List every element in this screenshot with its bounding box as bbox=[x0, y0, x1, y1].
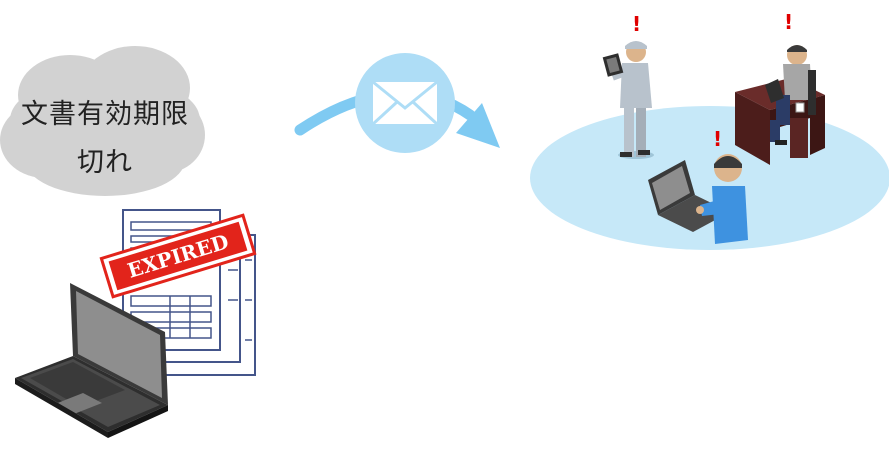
desk-worker bbox=[735, 45, 825, 165]
worker-with-tablet bbox=[602, 41, 654, 159]
alert-mark-worker: ! bbox=[632, 12, 642, 36]
recipients-area bbox=[530, 106, 889, 250]
alert-mark-laptop: ! bbox=[713, 127, 723, 151]
envelope-icon bbox=[371, 80, 439, 126]
notice-title-line-2: 切れ bbox=[77, 147, 133, 178]
notice-cloud bbox=[0, 46, 205, 196]
alert-mark-desk: ! bbox=[784, 10, 794, 34]
notice-title-line-1: 文書有効期限 bbox=[21, 99, 189, 130]
laptop-worker bbox=[648, 154, 748, 244]
arrow-head bbox=[456, 103, 500, 148]
laptop-icon bbox=[15, 283, 168, 438]
